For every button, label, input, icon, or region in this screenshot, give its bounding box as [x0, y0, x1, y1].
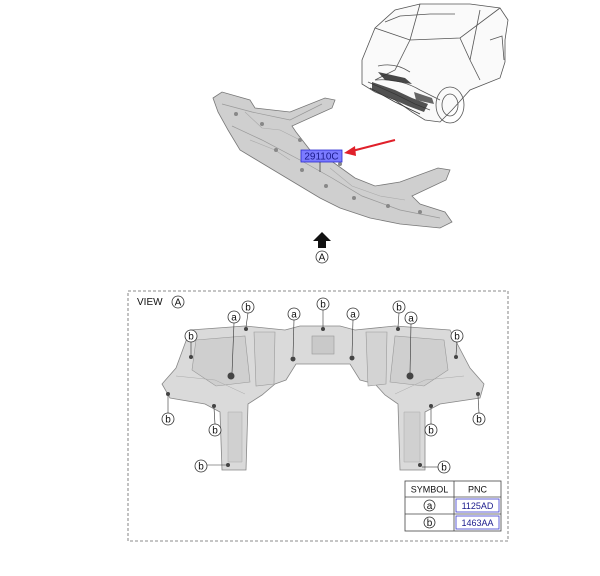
- svg-text:b: b: [428, 426, 434, 437]
- callout-a: a: [227, 310, 241, 324]
- car-grille: [372, 72, 428, 112]
- view-direction-arrow-icon: [313, 232, 331, 248]
- svg-text:a: a: [291, 310, 297, 321]
- callout-b: b: [194, 459, 208, 473]
- panel-fastener-points: [166, 327, 480, 467]
- svg-text:b: b: [441, 463, 447, 474]
- part-number-label: 29110C: [304, 152, 338, 163]
- svg-text:b: b: [245, 303, 251, 314]
- svg-text:b: b: [198, 462, 204, 473]
- svg-text:b: b: [165, 415, 171, 426]
- panel-mount-holes: [234, 112, 422, 214]
- callout-b: b: [472, 412, 486, 426]
- svg-text:b: b: [320, 300, 326, 311]
- callout-b: b: [241, 300, 255, 314]
- svg-text:b: b: [476, 415, 482, 426]
- callout-b: b: [424, 423, 438, 437]
- callout-b: b: [316, 297, 330, 311]
- callout-b: b: [161, 412, 175, 426]
- view-title-marker: A: [175, 298, 182, 309]
- car-illustration: [361, 3, 509, 124]
- table-symbol-b: b: [427, 518, 433, 529]
- table-row: b 1463AA: [423, 515, 500, 530]
- callout-b: b: [184, 329, 198, 343]
- view-title-text: VIEW: [137, 297, 163, 308]
- callout-b: b: [208, 423, 222, 437]
- svg-text:a: a: [408, 314, 414, 325]
- detail-view-title: VIEW A: [137, 295, 185, 309]
- red-arrow-icon: [344, 139, 396, 156]
- table-pnc-b: 1463AA: [461, 518, 493, 528]
- svg-text:a: a: [350, 310, 356, 321]
- undercover-panel-flat: [161, 325, 485, 471]
- callout-a: a: [346, 307, 360, 321]
- table-symbol-a: a: [427, 501, 433, 512]
- view-marker-circle: A: [315, 250, 329, 264]
- svg-text:b: b: [188, 332, 194, 343]
- undercover-panel-top: [212, 91, 453, 229]
- view-marker-letter: A: [319, 253, 326, 264]
- callout-b-group: b b b b b b b b b b b: [161, 297, 486, 474]
- svg-text:b: b: [454, 332, 460, 343]
- svg-text:b: b: [396, 303, 402, 314]
- symbol-pnc-table: SYMBOL PNC a 1125AD b 1463AA: [404, 480, 502, 532]
- callout-leader-lines: [167, 310, 480, 468]
- callout-a-group: a a a a: [227, 307, 418, 325]
- car-headlight: [414, 92, 434, 104]
- svg-text:a: a: [231, 313, 237, 324]
- callout-a: a: [287, 307, 301, 321]
- callout-b: b: [450, 329, 464, 343]
- part-number-callout[interactable]: 29110C: [300, 149, 343, 163]
- table-row: a 1125AD: [423, 498, 500, 513]
- callout-b: b: [437, 460, 451, 474]
- table-header-symbol: SYMBOL: [411, 485, 449, 495]
- detail-view-frame: [127, 290, 509, 542]
- callout-a: a: [404, 311, 418, 325]
- callout-b: b: [392, 300, 406, 314]
- svg-text:b: b: [212, 426, 218, 437]
- table-header-pnc: PNC: [468, 485, 488, 495]
- table-pnc-a: 1125AD: [462, 501, 494, 511]
